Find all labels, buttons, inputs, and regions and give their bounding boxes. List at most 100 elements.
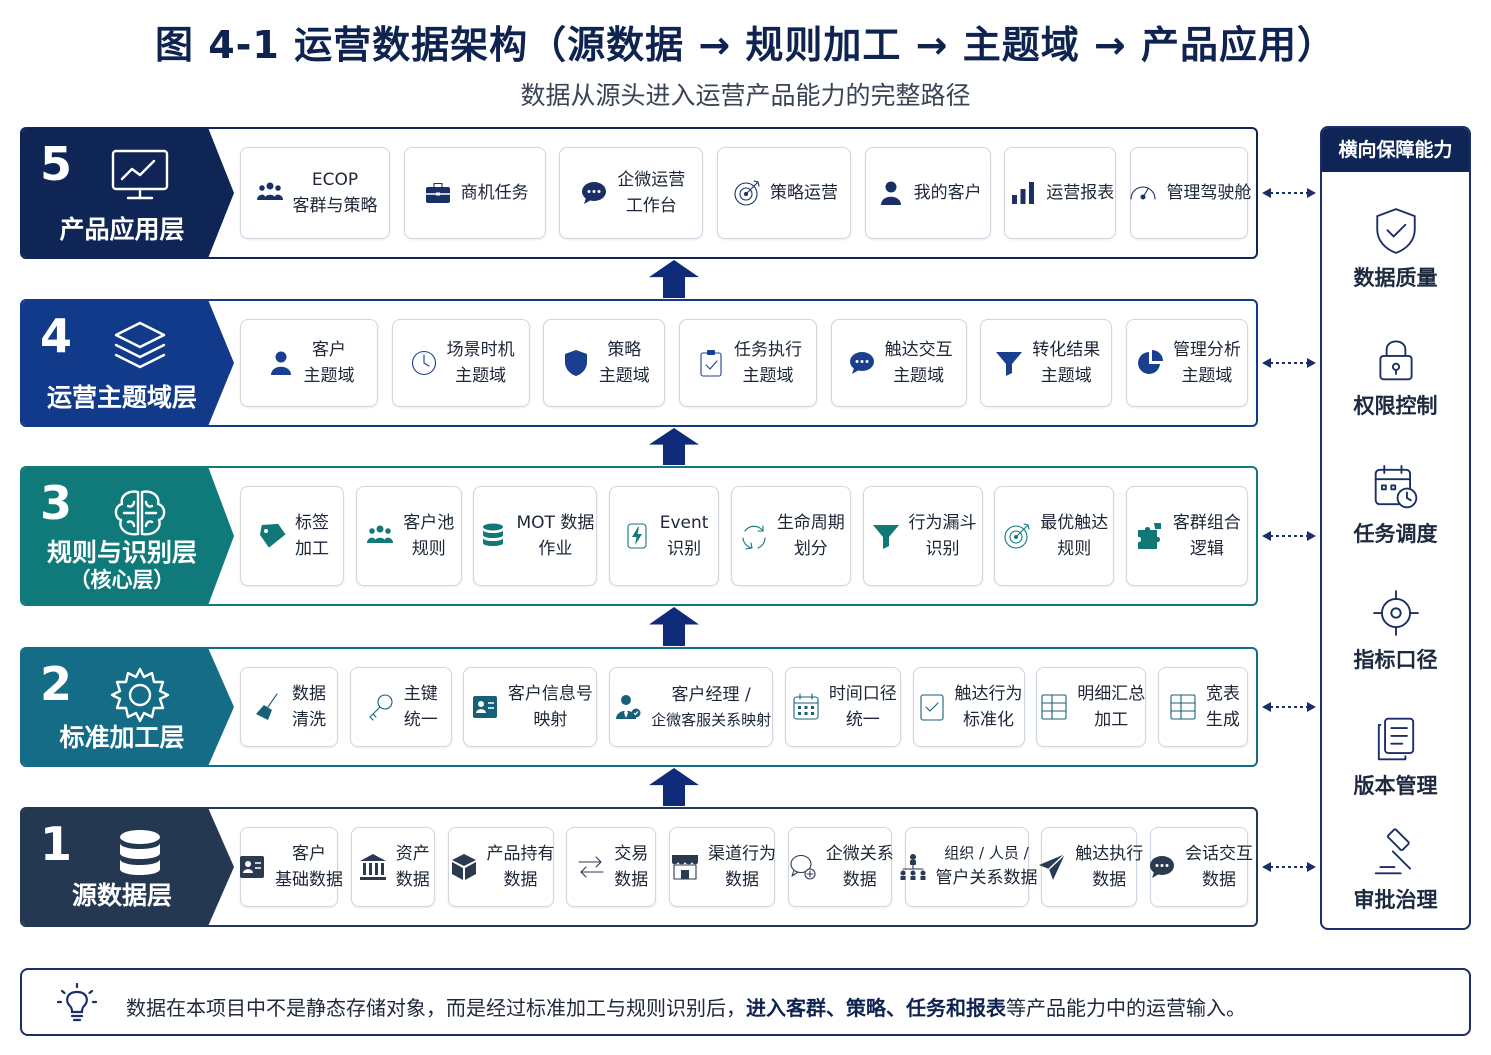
layer-number: 5 <box>40 137 73 191</box>
store-icon <box>668 850 702 884</box>
component-card: 策略主题域 <box>543 319 666 407</box>
support-link-arrow <box>1262 531 1316 541</box>
component-card: 商机任务 <box>403 147 546 239</box>
bank-icon <box>356 850 390 884</box>
component-label-line: ECOP <box>311 169 359 190</box>
layer-name-line: （核心层） <box>69 568 175 592</box>
shield-check-icon <box>1375 208 1416 254</box>
monitor-chart-icon <box>111 149 169 200</box>
component-card: 生命周期划分 <box>730 486 851 586</box>
bar-chart-icon <box>1006 176 1040 210</box>
layer-name-line: 规则与识别层 <box>46 538 197 567</box>
side-panel-label: 审批治理 <box>1353 888 1438 912</box>
funnel-icon <box>992 346 1026 380</box>
component-label-line: 识别 <box>925 539 960 559</box>
lightning-icon <box>620 519 654 553</box>
component-card: 我的客户 <box>864 147 991 239</box>
component-card: 触达交互主题域 <box>830 319 967 407</box>
component-label-line: 主题域 <box>742 366 794 386</box>
send-icon <box>1035 850 1069 884</box>
component-label: 客群组合逻辑 <box>1173 510 1241 563</box>
component-label: MOT 数据作业 <box>516 510 594 563</box>
component-card: 主键统一 <box>349 667 452 747</box>
note-text-part1: 数据在本项目中不是静态存储对象，而是经过标准加工与规则识别后， <box>126 996 746 1020</box>
component-label: 客户主题域 <box>304 337 355 390</box>
component-label-line: 我的客户 <box>913 182 982 203</box>
component-label-line: 交易 <box>614 843 649 864</box>
component-label-line: 清洗 <box>292 710 326 730</box>
layer-name: 源数据层 <box>22 881 222 911</box>
component-label-line: 触达执行 <box>1075 843 1144 864</box>
component-label-line: MOT 数据 <box>516 512 595 533</box>
component-label-line: 策略 <box>607 339 642 360</box>
component-card: 触达行为标准化 <box>912 667 1025 747</box>
chat-link-icon <box>786 850 820 884</box>
component-label-line: 数据 <box>1202 870 1236 890</box>
component-label: 客户经理 /企微客服关系映射 <box>651 682 771 732</box>
component-label-line: 客户信息号 <box>507 683 593 704</box>
side-panel-item: 任务调度 <box>1322 462 1469 548</box>
component-label-line: 数据 <box>614 870 649 890</box>
component-card: 客户经理 /企微客服关系映射 <box>609 667 774 747</box>
key-icon <box>364 690 398 724</box>
component-label: 渠道行为数据 <box>708 841 776 894</box>
component-label-line: 客户 <box>292 843 326 864</box>
component-label-line: 主题域 <box>455 366 507 386</box>
component-card: 客群组合逻辑 <box>1125 486 1248 586</box>
component-label-line: 逻辑 <box>1189 539 1224 559</box>
component-label-line: 转化结果 <box>1032 339 1101 360</box>
component-card: 客户基础数据 <box>240 827 343 907</box>
layers-icon <box>114 321 166 369</box>
side-panel-item: 数据质量 <box>1322 206 1469 292</box>
component-label-line: 行为漏斗 <box>908 512 977 533</box>
component-card: 任务执行主题域 <box>678 319 817 407</box>
person-icon <box>874 176 908 210</box>
component-label: 任务执行主题域 <box>734 337 802 390</box>
component-card: 资产数据 <box>350 827 435 907</box>
layer-number: 3 <box>40 476 73 530</box>
component-label: 客户信息号映射 <box>508 681 593 734</box>
component-label: 触达执行数据 <box>1075 841 1143 894</box>
component-card: 客户池规则 <box>355 486 462 586</box>
component-label: 明细汇总加工 <box>1077 681 1145 734</box>
component-label: 宽表生成 <box>1206 681 1240 734</box>
id-card-icon <box>468 690 502 724</box>
component-label-line: 企微客服关系映射 <box>651 710 772 729</box>
layer-cards: 客户基础数据资产数据产品持有数据交易数据渠道行为数据企微关系数据组织 / 人员 … <box>240 809 1253 925</box>
support-link-arrow <box>1262 358 1316 368</box>
component-card: 行为漏斗识别 <box>862 486 983 586</box>
cycle-icon <box>737 519 771 553</box>
component-label: 最优触达规则 <box>1040 510 1108 563</box>
pie-chart-icon <box>1133 346 1167 380</box>
documents-icon <box>1377 717 1414 761</box>
component-label-line: 主题域 <box>1181 366 1233 386</box>
component-label-line: 策略运营 <box>769 182 838 203</box>
layer-number: 2 <box>40 657 73 711</box>
component-card: 场景时机主题域 <box>391 319 530 407</box>
component-label-line: 数据 <box>395 870 430 890</box>
component-label-line: 数据 <box>725 870 759 890</box>
calendar-clock-icon <box>1374 464 1417 509</box>
component-label-line: 场景时机 <box>446 339 515 360</box>
brain-icon <box>114 490 166 536</box>
component-card: 渠道行为数据 <box>668 827 776 907</box>
component-label-line: 触达行为 <box>954 683 1023 704</box>
component-label: 策略运营 <box>770 180 838 206</box>
clock-icon <box>407 346 441 380</box>
component-card: 产品持有数据 <box>447 827 555 907</box>
component-label-line: 加工 <box>1094 710 1129 730</box>
component-card: 明细汇总加工 <box>1036 667 1147 747</box>
layer-name-line: 源数据层 <box>71 881 172 910</box>
component-card: 转化结果主题域 <box>980 319 1113 407</box>
side-panel-label: 权限控制 <box>1353 394 1438 418</box>
gear-icon <box>110 667 170 723</box>
side-panel-item: 版本管理 <box>1322 714 1469 800</box>
layer-name-line: 标准加工层 <box>59 723 185 752</box>
component-label: 企微运营工作台 <box>617 167 685 220</box>
table-icon <box>1166 690 1200 724</box>
